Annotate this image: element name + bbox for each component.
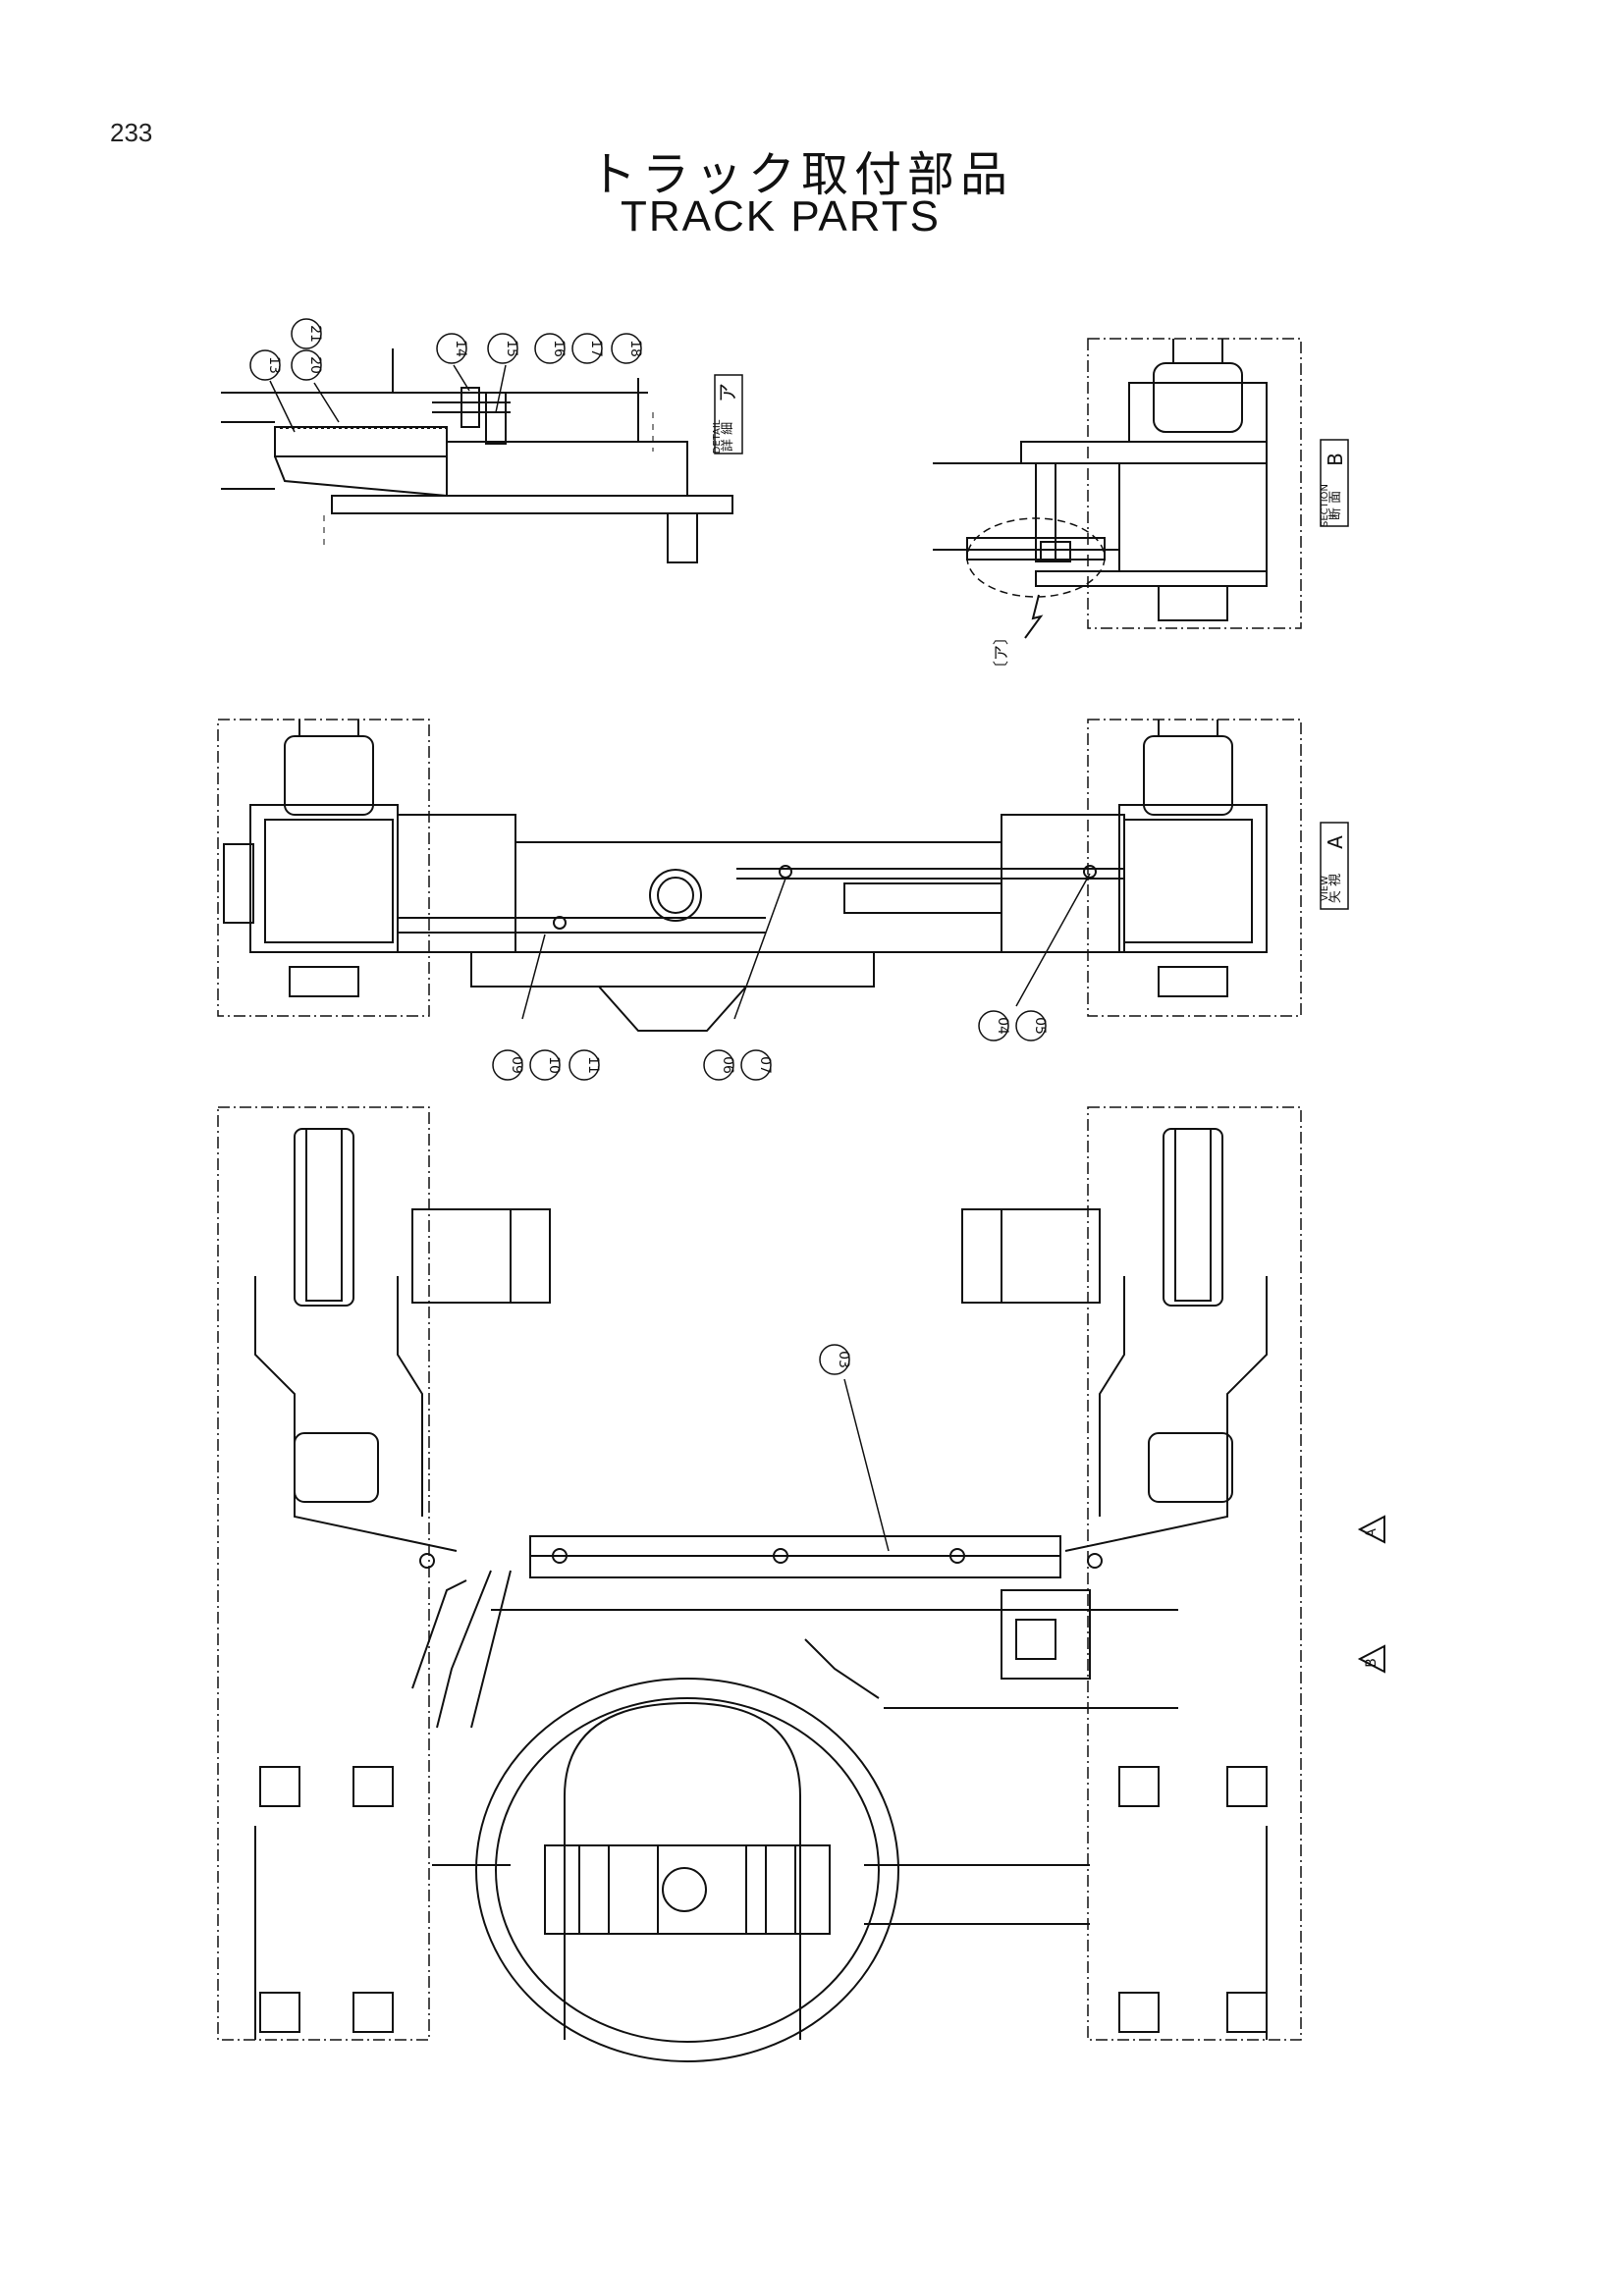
svg-text:04: 04 — [995, 1017, 1010, 1035]
callout-17: 17 — [571, 333, 604, 364]
view-label-en: VIEW — [1320, 876, 1330, 901]
view-label-jp: 矢 視 — [1328, 874, 1343, 903]
svg-text:06: 06 — [720, 1056, 735, 1074]
title-english: TRACK PARTS — [621, 192, 941, 240]
svg-text:15: 15 — [504, 340, 519, 357]
view-label-box — [1320, 822, 1349, 910]
top-view-drawing — [217, 719, 1302, 1032]
callout-18: 18 — [611, 333, 643, 364]
section-view-drawing — [933, 338, 1302, 639]
svg-text:21: 21 — [307, 325, 323, 343]
section-b-arrow — [1357, 1644, 1385, 1674]
section-label-en: SECTION — [1320, 484, 1330, 527]
title-japanese: トラック取付部品 — [589, 147, 1014, 202]
svg-text:10: 10 — [546, 1056, 562, 1074]
callout-10: 10 — [529, 1049, 562, 1081]
svg-text:18: 18 — [627, 340, 643, 357]
arrow-b-label: B — [1364, 1658, 1380, 1668]
callout-15: 15 — [487, 333, 519, 364]
svg-text:13: 13 — [266, 356, 282, 374]
svg-text:03: 03 — [836, 1351, 851, 1368]
svg-text:05: 05 — [1032, 1017, 1048, 1035]
detail-reference-mark: 〔ア〕 — [992, 629, 1010, 676]
callout-13: 13 — [249, 349, 282, 381]
view-label-mark: A — [1324, 835, 1347, 849]
callout-03: 03 — [819, 1344, 851, 1375]
detail-view-drawing — [221, 348, 733, 563]
svg-text:07: 07 — [757, 1056, 773, 1074]
callout-06: 06 — [703, 1049, 735, 1081]
detail-label-en: DETAIL — [712, 419, 723, 454]
svg-text:17: 17 — [588, 340, 604, 357]
callout-11: 11 — [568, 1049, 601, 1081]
callout-09: 09 — [492, 1049, 524, 1081]
section-label-box — [1320, 439, 1349, 527]
callout-16: 16 — [534, 333, 567, 364]
section-label-mark: B — [1324, 453, 1347, 466]
bottom-view-drawing — [217, 1106, 1302, 2062]
callout-07: 07 — [740, 1049, 773, 1081]
svg-text:16: 16 — [551, 340, 567, 357]
page-number: 233 — [110, 118, 153, 147]
callout-21: 21 — [291, 318, 323, 349]
callout-14: 14 — [436, 333, 468, 364]
svg-text:09: 09 — [509, 1056, 524, 1074]
callout-20: 20 — [291, 349, 323, 381]
arrow-a-label: A — [1364, 1528, 1380, 1538]
svg-text:11: 11 — [585, 1056, 601, 1074]
detail-label-jp: 詳 細 — [720, 422, 735, 452]
callout-04: 04 — [978, 1010, 1010, 1041]
detail-label-box — [714, 374, 743, 454]
view-a-arrow — [1357, 1515, 1385, 1544]
svg-text:20: 20 — [307, 356, 323, 374]
svg-text:14: 14 — [453, 340, 468, 357]
leader-lines — [269, 364, 1091, 1552]
detail-label-mark: ア — [716, 383, 739, 402]
section-label-jp: 断 面 — [1328, 491, 1343, 520]
callout-05: 05 — [1015, 1010, 1048, 1041]
